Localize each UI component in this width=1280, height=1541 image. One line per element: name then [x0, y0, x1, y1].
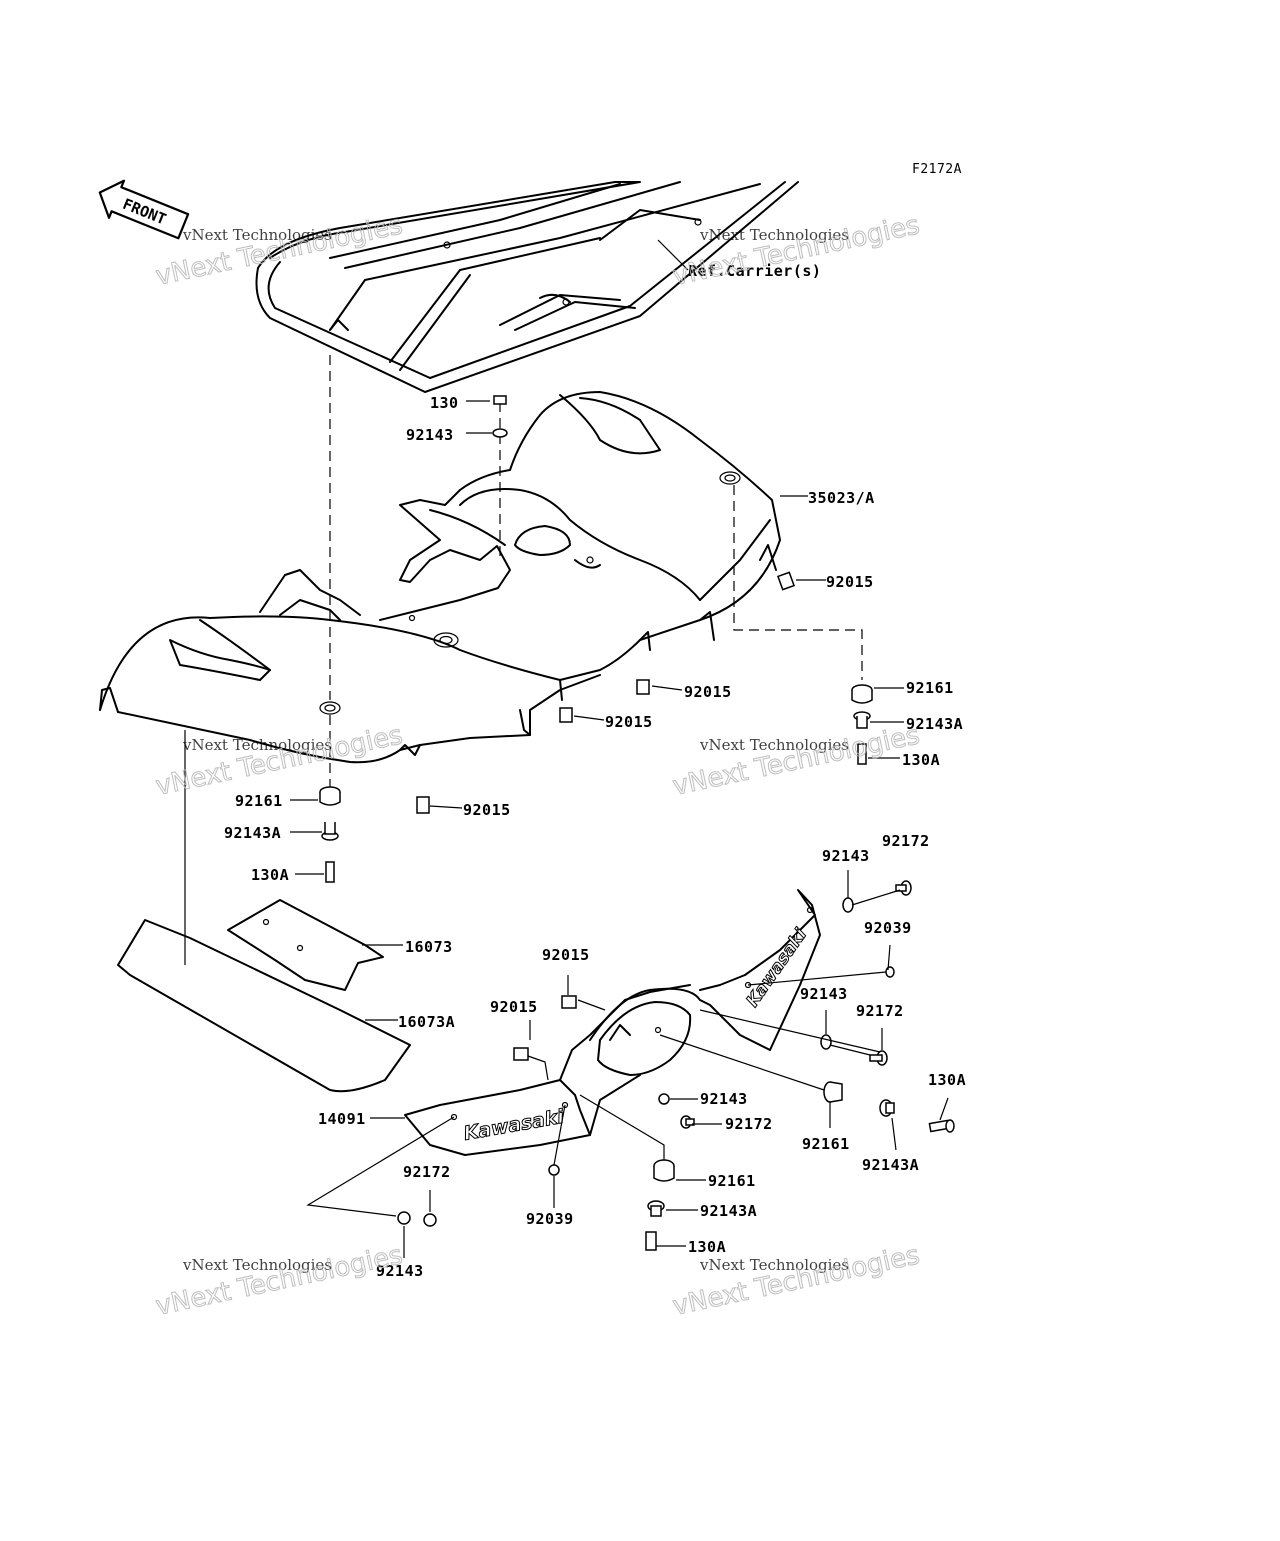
svg-text:vNext Technologies: vNext Technologies — [182, 736, 332, 754]
svg-text:vNext Technologies: vNext Technologies — [699, 226, 849, 244]
figure-code: F2172A — [912, 162, 962, 177]
callout: 14091 — [318, 1110, 366, 1128]
clip-nut-icon — [561, 995, 577, 1009]
callout: 92143A — [862, 1156, 919, 1174]
clip-nut-icon — [777, 571, 795, 591]
grommet-icon — [823, 1081, 843, 1103]
clip-nut-icon — [416, 796, 430, 814]
washer-icon — [397, 1211, 411, 1225]
callout: 92015 — [826, 573, 874, 591]
callout: 92143 — [822, 847, 870, 865]
svg-text:vNext Technologies: vNext Technologies — [182, 226, 332, 244]
callout: 92143A — [906, 715, 963, 733]
callout: 92015 — [605, 713, 653, 731]
mat-16073 — [227, 899, 384, 991]
svg-text:vNext Technologies: vNext Technologies — [699, 1256, 849, 1274]
clip-nut-icon — [636, 679, 650, 695]
callout: 92161 — [708, 1172, 756, 1190]
watermark: vNext Technologies vNext Technologies — [153, 1240, 406, 1323]
bolt-icon — [928, 1119, 955, 1133]
watermark: vNext Technologies vNext Technologies — [670, 720, 923, 803]
callout: 16073 — [405, 938, 453, 956]
callout: 92039 — [526, 1210, 574, 1228]
grommet-icon — [653, 1159, 675, 1182]
bolt-icon — [493, 395, 507, 412]
callout: 92039 — [864, 919, 912, 937]
callout: 92161 — [906, 679, 954, 697]
callout: 35023/A — [808, 489, 875, 507]
callout: 130A — [902, 751, 940, 769]
callout: 92172 — [403, 1163, 451, 1181]
front-arrow-icon: FRONT — [98, 179, 190, 240]
collar-icon — [321, 822, 339, 841]
washer-icon — [492, 428, 508, 438]
callout: 92143A — [700, 1202, 757, 1220]
svg-text:vNext Technologies: vNext Technologies — [699, 736, 849, 754]
callout: 130A — [928, 1071, 966, 1089]
screw-icon — [885, 966, 895, 978]
svg-text:vNext Technologies: vNext Technologies — [153, 1240, 405, 1322]
collar-icon — [879, 1099, 895, 1117]
screw-icon — [680, 1115, 695, 1129]
side-cover-right: Kawasaki — [589, 889, 821, 1076]
callout: 92172 — [725, 1115, 773, 1133]
bolt-icon — [645, 1231, 657, 1251]
collar-icon — [647, 1200, 665, 1217]
washer-icon — [842, 897, 854, 913]
callout: 92015 — [490, 998, 538, 1016]
collar-icon — [853, 711, 871, 729]
callout: 92161 — [802, 1135, 850, 1153]
brand-logo-left: Kawasaki — [462, 1106, 566, 1145]
rear-fender — [99, 391, 781, 764]
grommet-icon — [319, 786, 341, 806]
callout: 92015 — [684, 683, 732, 701]
screw-icon — [548, 1164, 560, 1176]
bolt-icon — [325, 861, 335, 883]
reference-carrier-label: Ref.Carrier(s) — [688, 262, 821, 280]
clip-nut-icon — [559, 707, 573, 723]
callout: 92015 — [542, 946, 590, 964]
washer-icon — [820, 1034, 832, 1050]
callout: 92143A — [224, 824, 281, 842]
callout: 92172 — [856, 1002, 904, 1020]
screw-icon — [895, 880, 912, 896]
callout: 16073A — [398, 1013, 455, 1031]
callout: 92161 — [235, 792, 283, 810]
screw-icon — [423, 1213, 437, 1227]
bolt-icon — [857, 743, 867, 765]
callout: 92143 — [800, 985, 848, 1003]
callout: 130A — [688, 1238, 726, 1256]
callout: 92172 — [882, 832, 930, 850]
screw-icon — [869, 1050, 888, 1066]
callout: 92015 — [463, 801, 511, 819]
carrier-reference — [255, 181, 799, 393]
side-cover-left: Kawasaki — [404, 984, 691, 1156]
clip-nut-icon — [513, 1047, 529, 1061]
grommet-icon — [851, 684, 873, 704]
svg-text:vNext Technologies: vNext Technologies — [670, 720, 922, 802]
washer-icon — [658, 1093, 670, 1105]
callout: 92143 — [406, 426, 454, 444]
callout: 130 — [430, 394, 459, 412]
mat-16073A — [117, 919, 411, 1093]
callout: 92143 — [700, 1090, 748, 1108]
svg-text:vNext Technologies: vNext Technologies — [182, 1256, 332, 1274]
callout: 130A — [251, 866, 289, 884]
callout: 92143 — [376, 1262, 424, 1280]
